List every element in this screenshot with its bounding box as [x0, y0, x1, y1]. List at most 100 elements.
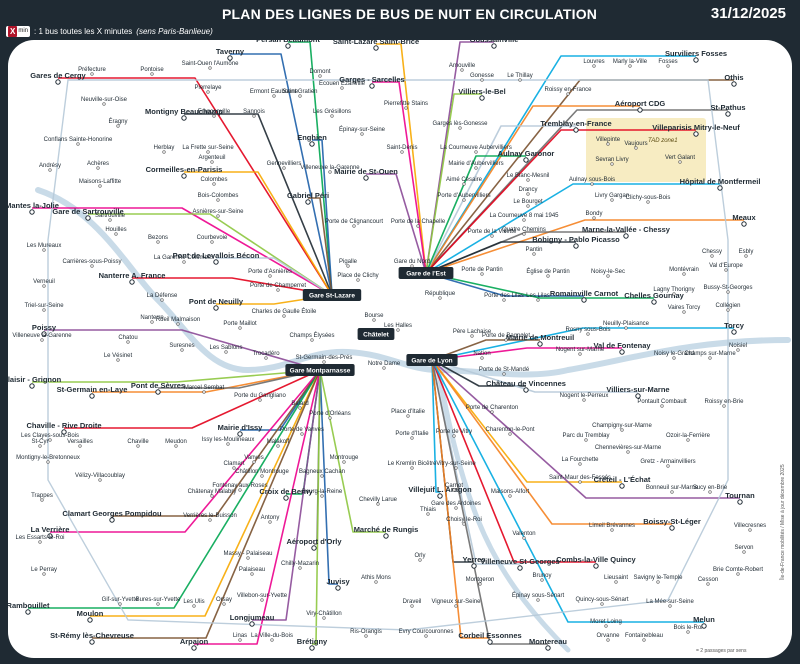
- minor-stop[interactable]: Vert Galant: [665, 155, 695, 164]
- minor-stop[interactable]: Sannois: [243, 109, 265, 118]
- minor-stop[interactable]: Chennevières-sur-Marne: [595, 445, 662, 454]
- major-stop[interactable]: Meaux: [732, 213, 756, 227]
- minor-stop[interactable]: Bagneux Cachan: [299, 469, 345, 478]
- minor-stop[interactable]: Palaiseau: [239, 567, 265, 576]
- minor-stop[interactable]: Arnouville: [449, 63, 476, 72]
- minor-stop[interactable]: Meudon: [165, 439, 187, 448]
- minor-stop[interactable]: Bonneuil sur-Marne: [646, 485, 699, 494]
- minor-stop[interactable]: Roissy en-France: [544, 87, 592, 96]
- minor-stop[interactable]: Le Kremlin Bicêtre: [387, 461, 437, 470]
- minor-stop[interactable]: Ecouen Ezanville: [319, 81, 366, 90]
- minor-stop[interactable]: Neuville-sur-Oise: [81, 97, 128, 106]
- major-stop[interactable]: Arpajon: [180, 637, 209, 651]
- minor-stop[interactable]: Porte de Vitry: [436, 429, 472, 438]
- minor-stop[interactable]: Trocadéro: [252, 351, 280, 360]
- minor-stop[interactable]: Villeneuve la-Garenne: [300, 165, 360, 174]
- minor-stop[interactable]: Les Halles: [384, 323, 412, 332]
- minor-stop[interactable]: Bourse: [364, 313, 384, 322]
- hub-station[interactable]: Gare St-Lazare: [302, 289, 362, 301]
- minor-stop[interactable]: La Garenne Colombes: [154, 255, 214, 264]
- minor-stop[interactable]: Linas: [233, 633, 247, 642]
- minor-stop[interactable]: Villebon-sur-Yvette: [237, 593, 288, 602]
- minor-stop[interactable]: Valenton: [512, 531, 536, 540]
- minor-stop[interactable]: Maisons-Alfort: [491, 489, 530, 498]
- major-stop[interactable]: Chaville - Rive Droite: [26, 421, 102, 435]
- minor-stop[interactable]: Quatre Chemins: [502, 227, 546, 236]
- minor-stop[interactable]: Charles de Gaulle Étoile: [252, 308, 317, 318]
- hub-station[interactable]: Gare Montparnasse: [285, 364, 355, 376]
- minor-stop[interactable]: Pantin: [525, 247, 543, 256]
- minor-stop[interactable]: Vélizy-Villacoublay: [75, 473, 125, 482]
- major-stop[interactable]: Mairie d'Issy: [218, 423, 264, 437]
- minor-stop[interactable]: Champs sur-Marne: [684, 351, 736, 360]
- minor-stop[interactable]: Nogent le-Perreux: [560, 393, 609, 402]
- minor-stop[interactable]: Porte de Champerret: [250, 283, 306, 292]
- minor-stop[interactable]: Clichy-sous-Bois: [626, 195, 671, 204]
- minor-stop[interactable]: Pierrelaye: [194, 85, 222, 94]
- minor-stop[interactable]: Gretz - Armainvilliers: [640, 459, 696, 468]
- minor-stop[interactable]: Versailles: [67, 439, 93, 448]
- minor-stop[interactable]: Achères: [87, 161, 109, 170]
- minor-stop[interactable]: Moret Loing: [590, 619, 622, 628]
- minor-stop[interactable]: Cesson: [698, 577, 718, 586]
- minor-stop[interactable]: Gennevilliers: [267, 161, 302, 170]
- minor-stop[interactable]: Nanterre: [140, 315, 164, 324]
- minor-stop[interactable]: Bezons: [148, 235, 168, 244]
- major-stop[interactable]: Nanterre A. France: [99, 271, 166, 285]
- major-stop[interactable]: Pont de Sèvres: [131, 381, 185, 395]
- minor-stop[interactable]: Nation: [473, 351, 491, 360]
- minor-stop[interactable]: Issy les-Moulineaux: [202, 437, 255, 446]
- minor-stop[interactable]: Châtenay Malabry: [188, 489, 237, 498]
- minor-stop[interactable]: Courbevoie: [197, 235, 228, 244]
- major-stop[interactable]: Goussainville: [470, 40, 519, 49]
- minor-stop[interactable]: Porte des Lilas: [484, 293, 524, 302]
- minor-stop[interactable]: Porte d'Orléans: [309, 411, 351, 420]
- minor-stop[interactable]: Épinay-sur-Seine: [339, 126, 386, 136]
- minor-stop[interactable]: Collégien: [715, 303, 741, 312]
- major-stop[interactable]: Combs-la-Ville Quincy: [556, 555, 637, 569]
- minor-stop[interactable]: Rosny sous-Bois: [565, 327, 611, 336]
- minor-stop[interactable]: Gif-sur-Yvette: [102, 597, 139, 606]
- minor-stop[interactable]: Suresnes: [169, 343, 195, 352]
- major-stop[interactable]: Surviliers Fosses: [665, 49, 727, 63]
- minor-stop[interactable]: Notre Dame: [368, 361, 401, 370]
- minor-stop[interactable]: Éragny: [108, 118, 128, 128]
- minor-stop[interactable]: Bures-sur-Yvette: [136, 597, 181, 606]
- major-stop[interactable]: Mantes la-Jolie: [8, 201, 59, 215]
- minor-stop[interactable]: Gare du Nord: [394, 259, 430, 268]
- minor-stop[interactable]: Parc du Tremblay: [562, 433, 610, 442]
- minor-stop[interactable]: Le Thillay: [507, 73, 533, 82]
- minor-stop[interactable]: Les Clayes-sous-Bois: [21, 433, 79, 442]
- major-stop[interactable]: Gares de Cergy: [30, 71, 87, 85]
- minor-stop[interactable]: Chaville: [127, 439, 149, 448]
- minor-stop[interactable]: Franconville: [198, 109, 231, 118]
- major-stop[interactable]: Longjumeau: [230, 613, 275, 627]
- minor-stop[interactable]: Villepinte: [596, 137, 621, 146]
- major-stop[interactable]: Brétigny: [297, 637, 328, 651]
- minor-stop[interactable]: St-Germain-des-Prés: [296, 355, 353, 364]
- major-stop[interactable]: Gabriel Péri: [287, 191, 329, 205]
- minor-stop[interactable]: Balard: [291, 401, 309, 410]
- minor-stop[interactable]: Aulnay sous-Bois: [569, 177, 615, 186]
- minor-stop[interactable]: Athis Mons: [361, 575, 391, 584]
- major-stop[interactable]: Corbeil Essonnes: [458, 631, 522, 645]
- minor-stop[interactable]: Livry Gargan: [595, 193, 629, 202]
- minor-stop[interactable]: Vaires Torcy: [668, 305, 700, 314]
- minor-stop[interactable]: Rueil Malmaison: [156, 317, 200, 326]
- minor-stop[interactable]: Thiais: [420, 507, 436, 516]
- minor-stop[interactable]: Nogent sur-Marne: [556, 347, 605, 356]
- minor-stop[interactable]: Marly la-Ville: [613, 59, 648, 68]
- minor-stop[interactable]: Le Perray: [31, 567, 57, 576]
- minor-stop[interactable]: La Frette sur-Seine: [182, 145, 234, 154]
- minor-stop[interactable]: Porte d'Italie: [395, 431, 429, 440]
- minor-stop[interactable]: La Ville-du-Bois: [251, 633, 293, 642]
- minor-stop[interactable]: Pigalle: [339, 259, 358, 268]
- major-stop[interactable]: Taverny: [216, 47, 245, 61]
- minor-stop[interactable]: Vanves: [244, 455, 264, 464]
- minor-stop[interactable]: Maisons-Laffitte: [79, 179, 122, 188]
- major-stop[interactable]: Garges - Sarcelles: [339, 75, 405, 89]
- minor-stop[interactable]: Esbly: [739, 249, 754, 258]
- minor-stop[interactable]: Marcel Sembat: [184, 385, 225, 394]
- minor-stop[interactable]: Quincy-sous-Sénart: [575, 597, 629, 606]
